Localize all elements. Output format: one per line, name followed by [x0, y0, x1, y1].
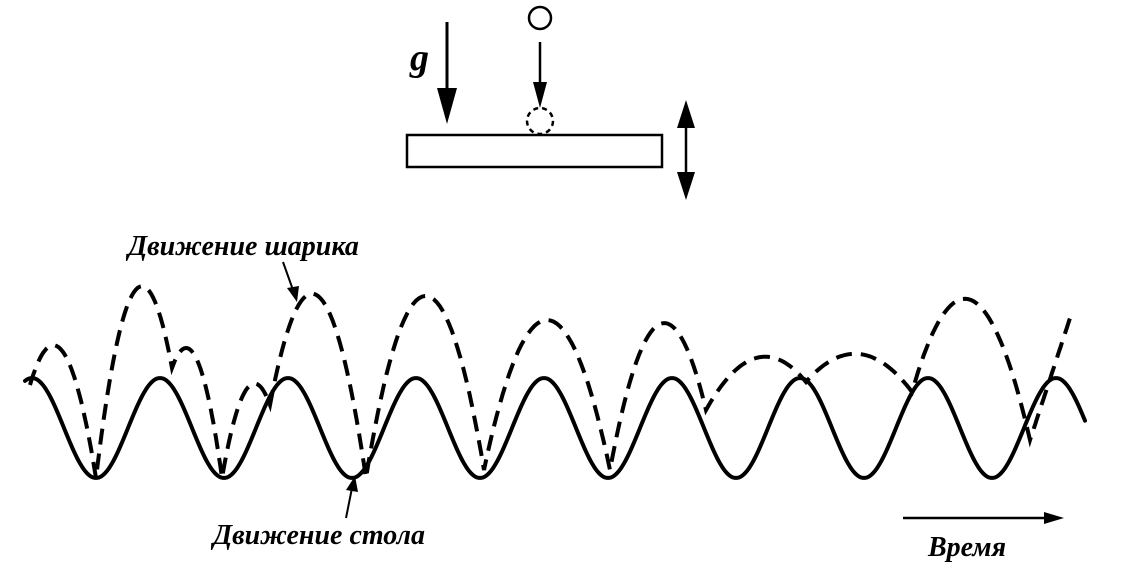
ball-initial [527, 5, 553, 31]
ball-label-pointer [282, 261, 299, 302]
gravity-label: g [409, 37, 429, 79]
ball-motion-label: Движение шарика [125, 231, 359, 262]
table-oscillation-arrow [677, 100, 695, 200]
table-motion-curve [23, 376, 1087, 480]
table-label-pointer [345, 476, 358, 519]
time-label: Время [927, 532, 1006, 563]
time-arrow [903, 512, 1064, 524]
ball-motion-curve [28, 284, 1074, 479]
table-plate [405, 133, 664, 169]
ball-fall-arrow [533, 42, 547, 108]
plot [23, 284, 1087, 480]
schematic: g [405, 5, 695, 200]
gravity-arrow [437, 22, 457, 124]
table-motion-label: Движение стола [210, 520, 425, 551]
ball-contact [525, 106, 555, 136]
